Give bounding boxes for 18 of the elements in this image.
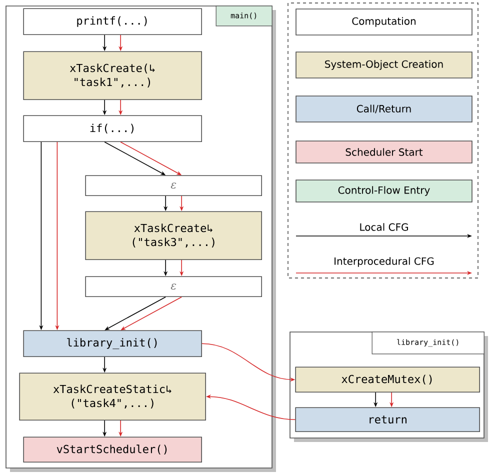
legend-box: Scheduler Start [296,140,472,164]
legend-box: Call/Return [296,96,472,122]
computation-box: printf(...) [23,8,202,35]
legend-box: Computation [296,8,472,36]
empty-computation-box: ε [85,175,262,196]
call-box: library_init() [23,330,202,357]
creation-box: xTaskCreate↳ ("task3",...) [85,211,262,260]
empty-computation-box: ε [85,276,262,297]
legend-box: System-Object Creation [296,52,472,78]
computation-box: if(...) [23,115,202,142]
legend-label: Local CFG [360,223,408,231]
creation-box: xTaskCreate(↳ "task1",...) [23,51,202,100]
legend-box: Control-Flow Entry [296,180,472,202]
creation-box: xTaskCreateStatic↳ ("task4",...) [19,372,206,420]
scheduler-start-box: vStartScheduler() [23,436,202,462]
legend-label: Interprocedural CFG [334,257,434,267]
creation-box: xCreateMutex() [295,366,480,392]
return-box: return [295,407,480,432]
